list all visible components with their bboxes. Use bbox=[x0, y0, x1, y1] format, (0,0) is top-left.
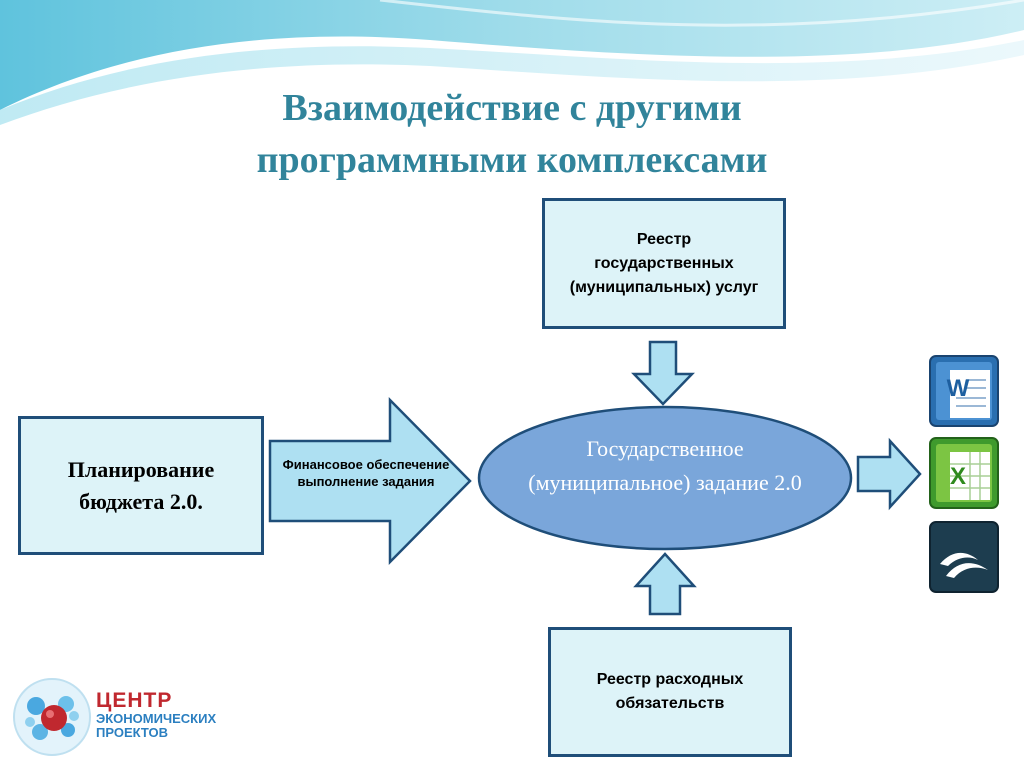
logo-line-3: ПРОЕКТОВ bbox=[96, 725, 169, 740]
budget-planning-box: Планирование бюджета 2.0. bbox=[18, 416, 264, 555]
logo-line-2: ЭКОНОМИЧЕСКИХ bbox=[96, 711, 217, 726]
state-task-label: Государственное (муниципальное) задание … bbox=[528, 436, 802, 495]
svg-text:W: W bbox=[947, 375, 970, 402]
registry-services-label: Реестр государственных (муниципальных) у… bbox=[569, 230, 759, 296]
registry-services-box: Реестр государственных (муниципальных) у… bbox=[542, 198, 786, 329]
expenditure-registry-box: Реестр расходных обязательств bbox=[548, 627, 792, 757]
budget-planning-label: Планирование бюджета 2.0. bbox=[67, 456, 215, 514]
svg-text:X: X bbox=[950, 463, 966, 490]
logo-text: ЦЕНТР ЭКОНОМИЧЕСКИХ ПРОЕКТОВ bbox=[96, 690, 216, 740]
arrow-down-from-registry bbox=[631, 340, 695, 406]
openoffice-document-icon bbox=[929, 521, 999, 593]
arrow-right-to-outputs bbox=[856, 437, 922, 511]
title-line-1: Взаимодействие с другими bbox=[282, 87, 742, 129]
expenditure-registry-label: Реестр расходных обязательств bbox=[596, 671, 744, 712]
logo-molecule-icon bbox=[13, 678, 91, 756]
arrow-up-from-expenditure bbox=[633, 552, 697, 616]
state-task-ellipse bbox=[477, 405, 853, 551]
word-document-icon: W bbox=[929, 355, 999, 427]
excel-spreadsheet-icon: X bbox=[929, 437, 999, 509]
financial-support-label: Финансовое обеспечение выполнение задани… bbox=[282, 457, 450, 489]
arrow-right-financial-support bbox=[268, 396, 472, 566]
page-title: Взаимодействие с другими программными ко… bbox=[0, 82, 1024, 186]
logo-line-1: ЦЕНТР bbox=[96, 689, 173, 712]
title-line-2: программными комплексами bbox=[256, 139, 768, 181]
